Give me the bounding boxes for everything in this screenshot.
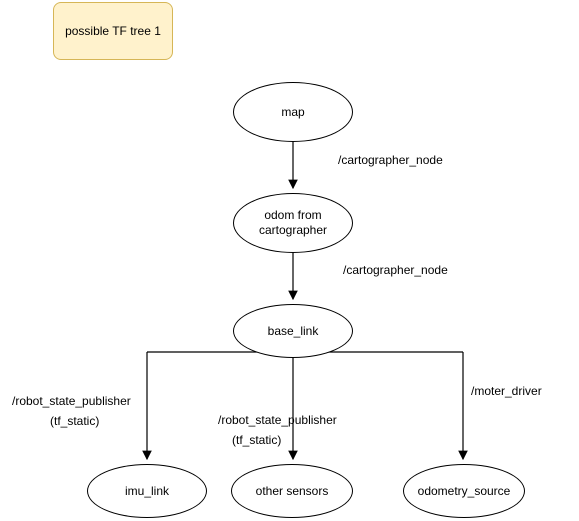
node-base-link: base_link: [233, 304, 353, 358]
edge-label-map-to-odom: /cartographer_node: [338, 153, 443, 167]
edge-label-sensors-static: (tf_static): [232, 433, 282, 447]
edge-label-odom-to-base-link: /cartographer_node: [343, 263, 448, 277]
node-map: map: [233, 82, 353, 142]
node-imu-link: imu_link: [87, 464, 207, 518]
node-odom-from-cartographer: odom from cartographer: [233, 193, 353, 253]
edge-label-imu-static: (tf_static): [50, 414, 100, 428]
edge-label-imu-publisher: /robot_state_publisher: [12, 394, 131, 408]
node-odometry-source: odometry_source: [403, 464, 525, 518]
diagram-title: possible TF tree 1: [53, 2, 173, 60]
node-other-sensors: other sensors: [231, 464, 353, 518]
edge-label-odometry-driver: /moter_driver: [471, 384, 542, 398]
edge-label-sensors-publisher: /robot_state_publisher: [218, 413, 337, 427]
